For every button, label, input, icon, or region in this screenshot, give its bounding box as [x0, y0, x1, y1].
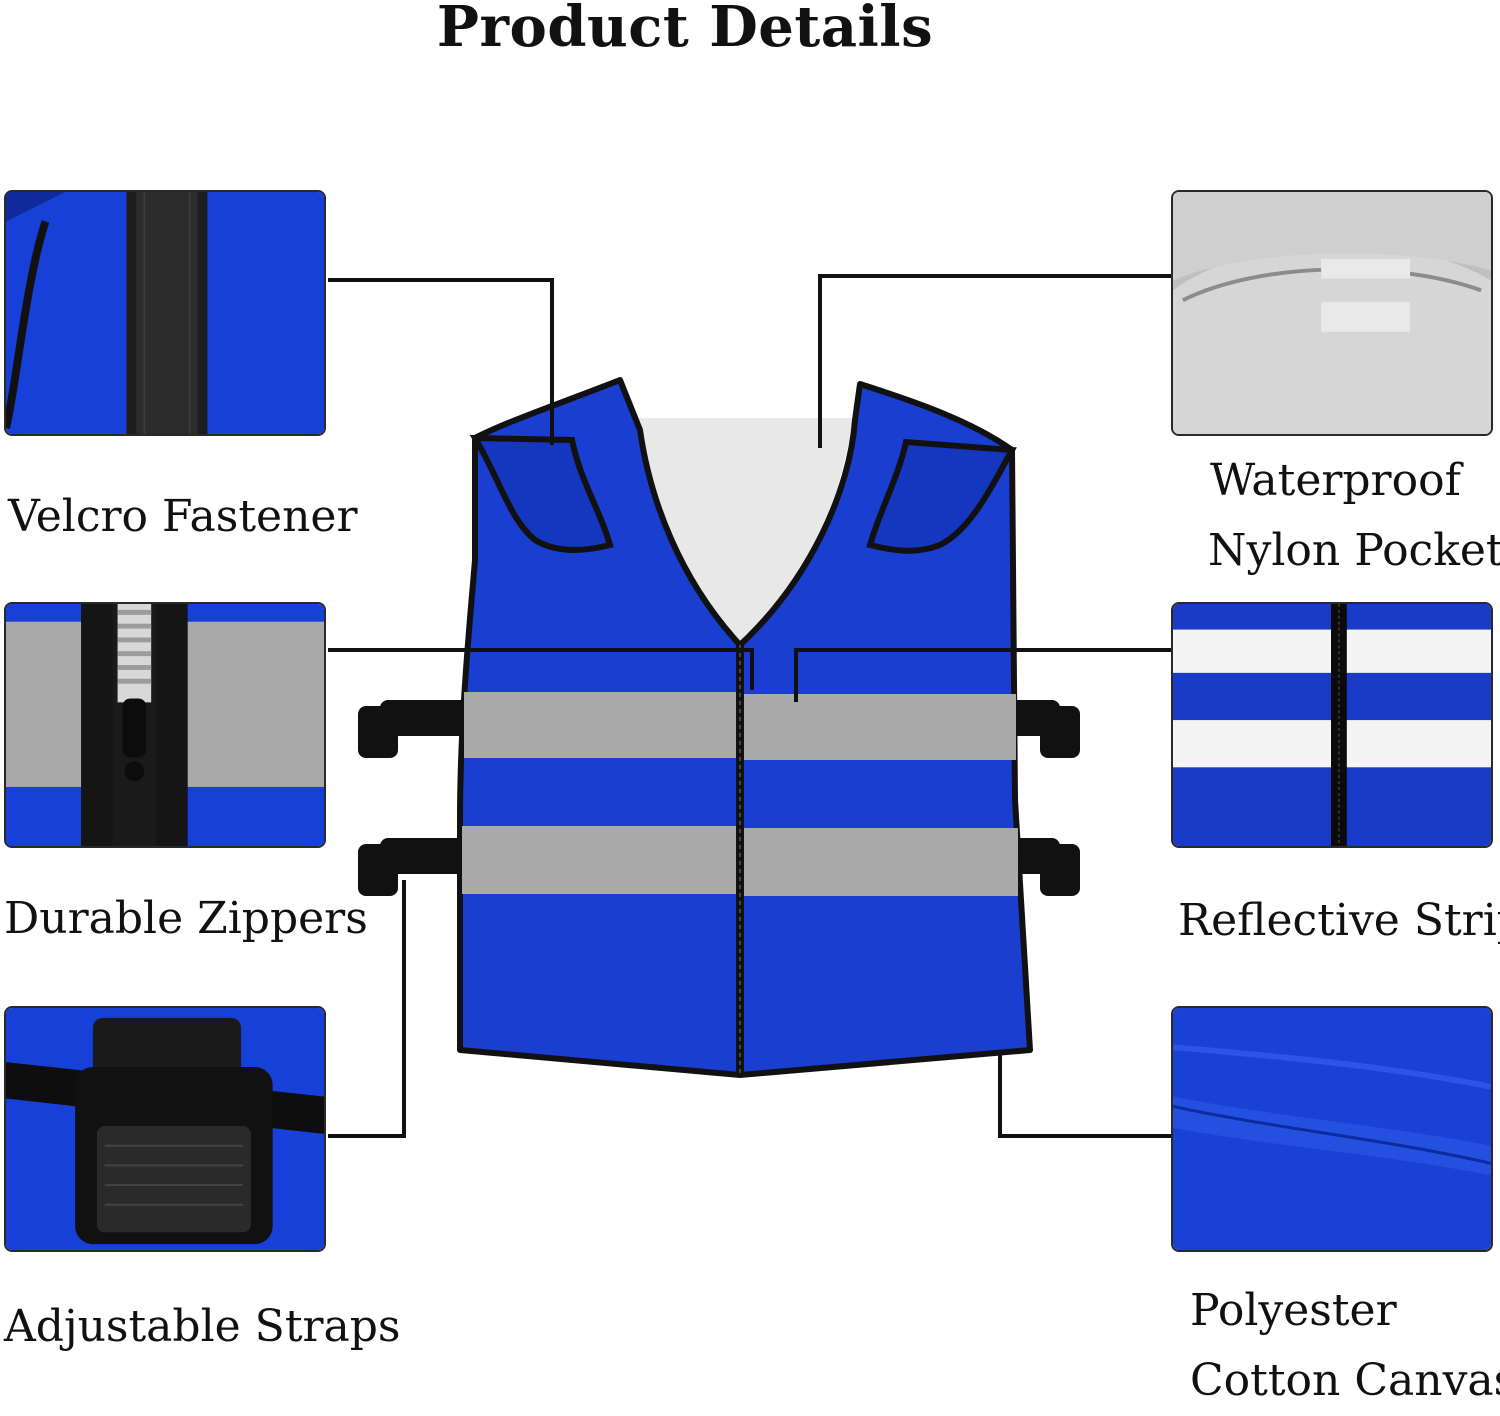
velcro-fastener-label: Velcro Fastener	[8, 491, 358, 542]
left-buckle-bottom	[358, 838, 470, 896]
reflective-strip-label: Reflective Strip	[1178, 895, 1500, 946]
polyester-canvas-label-line2: Cotton Canvas	[1190, 1355, 1500, 1406]
reflective-strip-photo	[1171, 602, 1493, 848]
cooling-vest-illustration	[358, 377, 1080, 1078]
adjustable-straps-photo	[4, 1006, 326, 1252]
page-title: Product Details	[436, 0, 934, 60]
durable-zippers-photo	[4, 602, 326, 848]
velcro-fastener-photo	[4, 190, 326, 436]
polyester-canvas-photo	[1171, 1006, 1493, 1252]
waterproof-pocket-label-line1: Waterproof	[1210, 455, 1461, 506]
left-buckle-top	[358, 700, 470, 758]
waterproof-pocket-label-line2: Nylon Pocket	[1208, 525, 1500, 576]
durable-zippers-label: Durable Zippers	[4, 893, 368, 944]
polyester-canvas-label-line1: Polyester	[1190, 1285, 1397, 1336]
adjustable-straps-label: Adjustable Straps	[4, 1301, 401, 1352]
waterproof-pocket-photo	[1171, 190, 1493, 436]
